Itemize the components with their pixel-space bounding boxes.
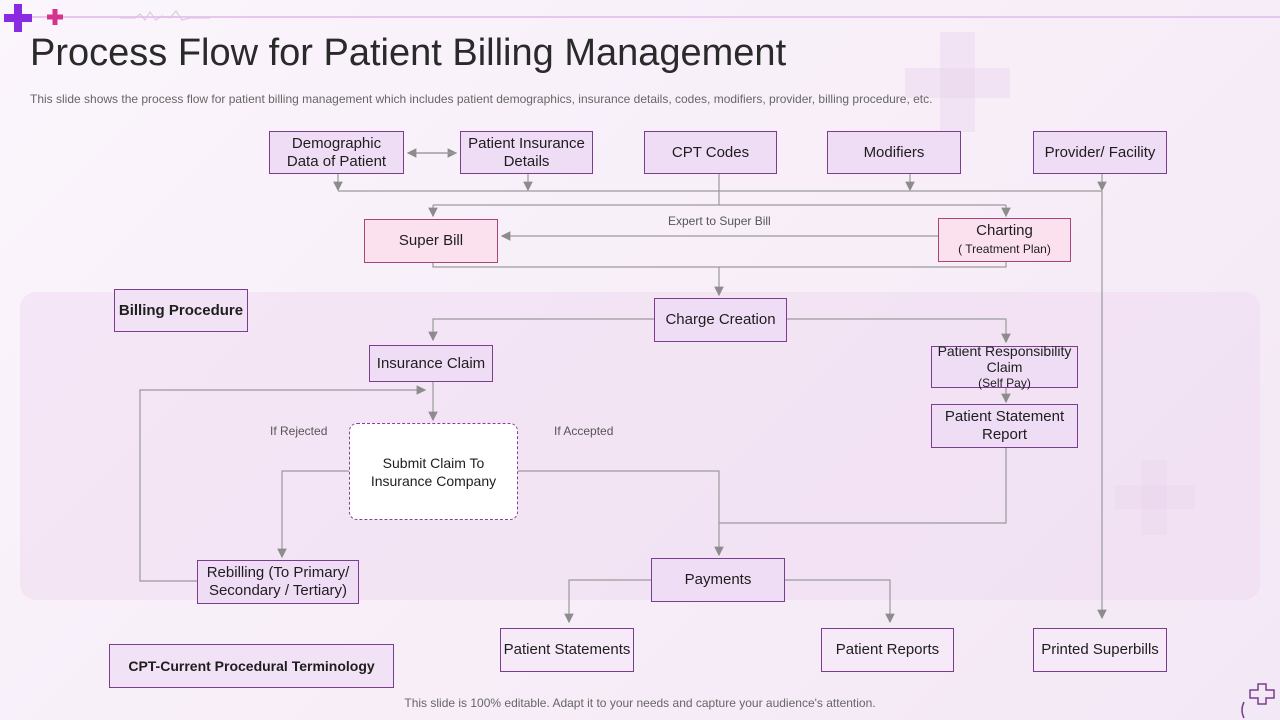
super-bill-node: Super Bill (364, 219, 498, 263)
cpt-codes-node: CPT Codes (644, 131, 777, 174)
bg-cross-decoration (905, 68, 1010, 98)
payments-node: Payments (651, 558, 785, 602)
small-cross-icon (47, 9, 63, 25)
patient-insurance-details-node: Patient Insurance Details (460, 131, 593, 174)
charting-label: Charting (976, 222, 1033, 239)
patient-statements-node: Patient Statements (500, 628, 634, 672)
logo-cross-icon (4, 4, 32, 32)
if-rejected-label: If Rejected (270, 424, 328, 438)
submit-claim-node: Submit Claim To Insurance Company (349, 423, 518, 520)
corner-logo-icon (1241, 683, 1275, 719)
self-pay-sublabel: (Self Pay) (978, 376, 1031, 390)
charting-sublabel: ( Treatment Plan) (958, 242, 1051, 256)
insurance-claim-node: Insurance Claim (369, 345, 493, 382)
heartbeat-line-icon (120, 10, 210, 21)
billing-procedure-label: Billing Procedure (114, 289, 248, 332)
bg-cross-decoration (1141, 460, 1167, 535)
top-divider-line (10, 16, 1280, 18)
provider-facility-node: Provider/ Facility (1033, 131, 1167, 174)
footer-note: This slide is 100% editable. Adapt it to… (404, 696, 876, 710)
demographic-data-node: Demographic Data of Patient (269, 131, 404, 174)
rebilling-node: Rebilling (To Primary/ Secondary / Terti… (197, 560, 359, 604)
printed-superbills-node: Printed Superbills (1033, 628, 1167, 672)
charting-node: Charting ( Treatment Plan) (938, 218, 1071, 262)
bg-cross-decoration (1115, 485, 1195, 509)
page-subtitle: This slide shows the process flow for pa… (30, 92, 933, 106)
charge-creation-node: Charge Creation (654, 298, 787, 342)
bg-cross-decoration (940, 32, 975, 132)
cpt-terminology-note: CPT-Current Procedural Terminology (109, 644, 394, 688)
page-title: Process Flow for Patient Billing Managem… (30, 32, 787, 74)
patient-statement-report-node: Patient Statement Report (931, 404, 1078, 448)
modifiers-node: Modifiers (827, 131, 961, 174)
patient-reports-node: Patient Reports (821, 628, 954, 672)
patient-responsibility-label: Patient Responsibility Claim (937, 343, 1072, 375)
if-accepted-label: If Accepted (554, 424, 614, 438)
patient-responsibility-claim-node: Patient Responsibility Claim (Self Pay) (931, 343, 1078, 390)
expert-to-super-bill-label: Expert to Super Bill (668, 214, 771, 228)
